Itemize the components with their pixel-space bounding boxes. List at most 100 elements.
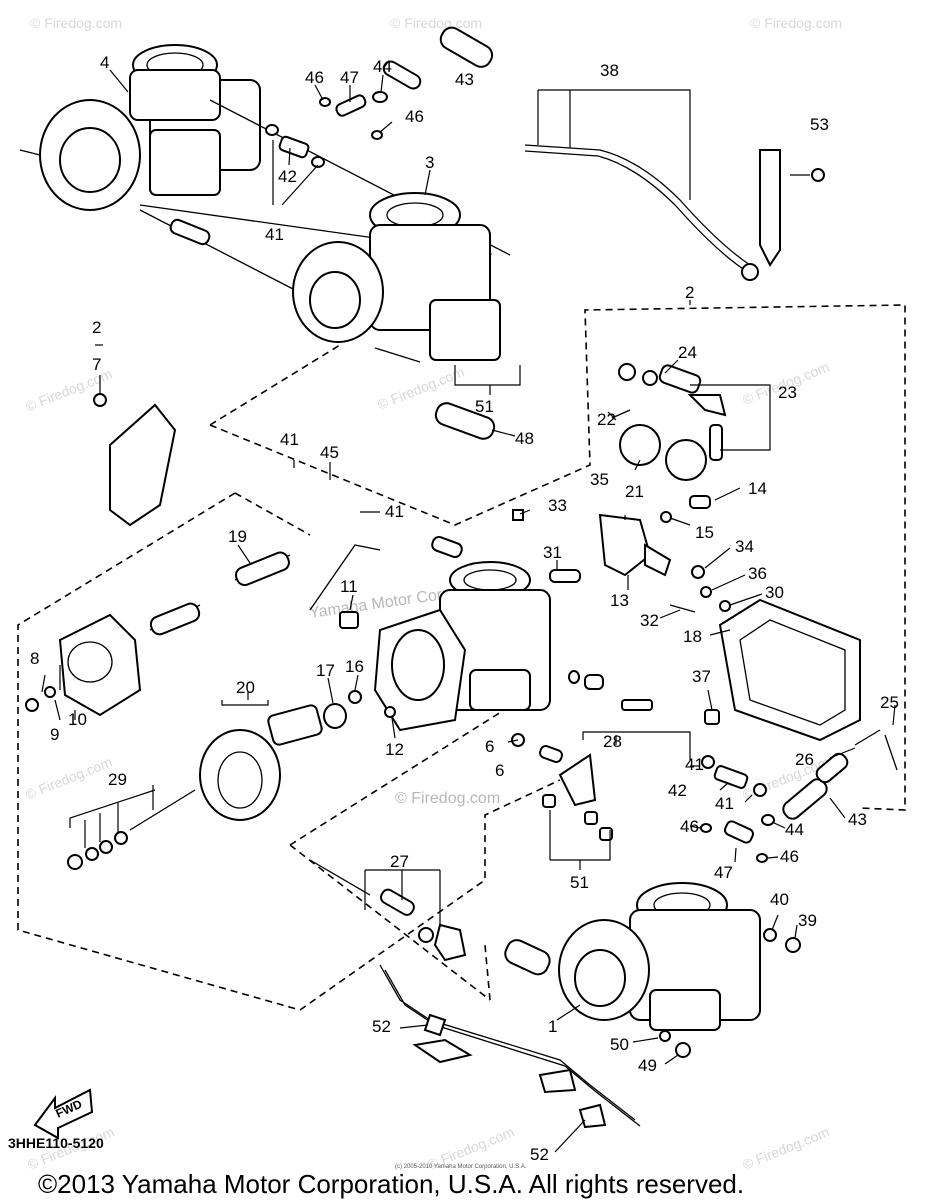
callout-7: 7 <box>92 355 101 374</box>
plunger-23 <box>709 424 723 461</box>
needle-washer-29 <box>99 840 113 854</box>
spring-51 <box>599 827 613 841</box>
washer-27 <box>418 927 434 943</box>
fuel-parts <box>309 859 467 962</box>
hose-43b <box>815 752 849 784</box>
callout-11: 11 <box>340 577 358 596</box>
spring-42 <box>278 135 310 159</box>
callout-18: 18 <box>683 627 702 646</box>
watermark-text: © Firedog.com <box>390 15 482 31</box>
o-ring-12 <box>384 706 396 718</box>
washer-50 <box>659 1030 671 1042</box>
diaphragm-assembly <box>25 551 347 870</box>
callout-41: 41 <box>385 502 404 521</box>
choke-assembly <box>611 363 727 523</box>
callout-46: 46 <box>680 817 699 836</box>
seal-17 <box>323 703 347 729</box>
small-print: (c) 2005-2010 Yamaha Motor Corporation, … <box>395 1164 527 1170</box>
callout-46: 46 <box>405 107 424 126</box>
cover-plate <box>718 598 861 742</box>
bracket-arm <box>644 543 672 577</box>
clip <box>412 1038 473 1064</box>
callout-36: 36 <box>748 564 767 583</box>
cable-bracket <box>759 149 781 267</box>
watermark-text: © Firedog.com <box>750 15 842 31</box>
o-ring-16 <box>348 690 362 704</box>
rod-27 <box>309 859 371 896</box>
washer-41 <box>701 755 715 769</box>
hose-43 <box>439 26 494 68</box>
callout-12: 12 <box>385 740 404 759</box>
callout-26: 26 <box>795 750 814 769</box>
watermark-text: © Firedog.com <box>23 753 114 802</box>
clip <box>538 1068 577 1094</box>
boundary-line <box>484 944 491 1001</box>
carb-screw <box>374 347 421 363</box>
lever-23b <box>687 394 727 417</box>
top-small-parts <box>265 26 496 440</box>
spring-19-coil <box>235 551 290 587</box>
spring-6 <box>539 745 563 763</box>
screw-22 <box>611 409 631 419</box>
copyright-notice: ©2013 Yamaha Motor Corporation, U.S.A. A… <box>38 1169 744 1199</box>
callout-31: 31 <box>543 543 562 562</box>
washer-41 <box>265 124 279 136</box>
nut-24 <box>618 363 636 381</box>
callout-32: 32 <box>640 611 659 630</box>
washer-41 <box>753 783 767 797</box>
screw-31 <box>549 569 581 583</box>
cap-37 <box>704 709 720 725</box>
callout-29: 29 <box>108 770 127 789</box>
hose-48 <box>434 402 496 440</box>
right-small-parts <box>700 752 849 863</box>
callout-30: 30 <box>765 583 784 602</box>
o-ring-46 <box>319 97 331 107</box>
boundary-line <box>299 779 561 1011</box>
vent-tube <box>309 544 381 611</box>
carb-screw <box>19 149 41 156</box>
bracket-7 <box>93 393 177 527</box>
callout-34: 34 <box>735 537 754 556</box>
callout-52: 52 <box>530 1145 549 1164</box>
callout-37: 37 <box>692 667 711 686</box>
spring-42 <box>713 765 749 789</box>
callout-41: 41 <box>685 755 704 774</box>
carb-bowl <box>149 129 221 196</box>
callout-24: 24 <box>678 343 697 362</box>
boundary-line <box>289 699 521 846</box>
linkage-rod <box>139 209 296 291</box>
carb-intake-bore <box>574 949 626 1007</box>
callout-53: 53 <box>810 115 829 134</box>
carb-intake-bore <box>309 271 361 329</box>
piston-20 <box>267 704 323 746</box>
nut-49 <box>675 1042 691 1058</box>
callout-45: 45 <box>320 443 339 462</box>
callout-47: 47 <box>340 68 359 87</box>
callout-19: 19 <box>228 527 247 546</box>
cable-path <box>524 144 751 266</box>
diaphragm-20 <box>199 729 281 821</box>
diaphragm-20-inner <box>217 751 263 809</box>
boundary-line <box>209 344 341 426</box>
pulley-21 <box>619 424 661 466</box>
callout-4: 4 <box>100 53 109 72</box>
clip-11 <box>339 611 359 629</box>
screw-30 <box>719 600 731 612</box>
rod-52 <box>379 964 636 1121</box>
link-rods-52 <box>379 964 641 1129</box>
callout-44: 44 <box>785 820 804 839</box>
callout-42: 42 <box>278 167 297 186</box>
bracket-13 <box>598 513 712 613</box>
spring-51 <box>542 794 556 808</box>
callout-41: 41 <box>280 430 299 449</box>
boundary-line <box>209 304 906 811</box>
throttle-cable-38 <box>524 144 825 281</box>
needle-28 <box>621 699 653 711</box>
callout-41: 41 <box>715 794 734 813</box>
callout-9: 9 <box>50 725 59 744</box>
needle-washer-29 <box>114 831 128 845</box>
lever-23 <box>658 364 702 394</box>
rod-52 <box>384 969 641 1127</box>
callout-46: 46 <box>305 68 324 87</box>
joint-47 <box>723 820 755 844</box>
